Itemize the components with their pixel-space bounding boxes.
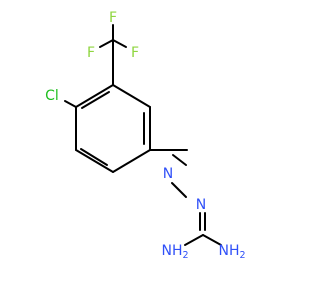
bond-cf3-to-f-left	[99, 39, 114, 48]
hydrazine-nitrogen-label: N	[196, 197, 206, 213]
bond-cf3-to-f-right	[112, 39, 127, 48]
fluorine-atom-label-top: F	[109, 10, 117, 26]
amine-label-right: NH2	[218, 243, 245, 261]
amine-right-symbol: NH	[218, 243, 239, 259]
double-bond-methine-n1	[172, 154, 187, 166]
ring-double-bond	[81, 91, 110, 109]
amine-right-subscript: 2	[239, 250, 245, 261]
benzene-ring	[75, 84, 151, 173]
bond-guanidine-c-to-amine-right	[202, 234, 222, 246]
ring-bond	[112, 84, 151, 108]
amine-left-subscript: 2	[182, 250, 188, 261]
ring-bond	[75, 84, 114, 108]
amine-left-symbol: NH	[161, 243, 182, 259]
bond-guanidine-c-to-amine-left	[184, 234, 204, 246]
chlorine-atom-label: Cl	[45, 88, 59, 104]
bond-ring-to-chlorine	[64, 100, 77, 108]
fluorine-atom-label-left: F	[87, 45, 95, 61]
amine-label-left: NH2	[161, 243, 188, 261]
imine-nitrogen-label: N	[163, 166, 173, 182]
ring-double-bond	[80, 148, 108, 166]
chemical-structure-diagram: Cl F F F N N NH2 NH2	[45, 10, 245, 261]
bond-n1-to-n2	[171, 182, 187, 198]
fluorine-atom-label-right: F	[131, 45, 139, 61]
ring-bond	[112, 149, 151, 173]
ring-bond	[75, 149, 114, 173]
